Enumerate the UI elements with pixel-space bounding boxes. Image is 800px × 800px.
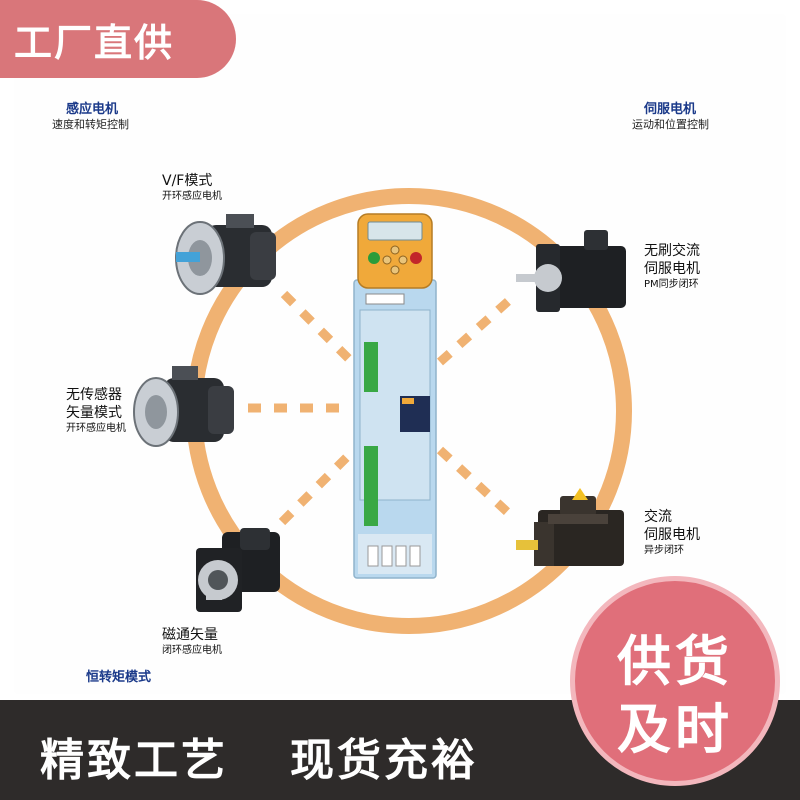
ac-servo-desc: 异步闭环 (644, 545, 684, 556)
brushless-servo-label: 无刷交流 伺服电机 PM同步闭环 (644, 242, 700, 292)
brushless-line2: 伺服电机 (644, 261, 700, 277)
servo-motor-subtitle: 运动和位置控制 (632, 118, 709, 131)
flux-vector-desc: 闭环感应电机 (162, 645, 222, 656)
ac-servo-line1: 交流 (644, 509, 672, 525)
sensorless-motor-label: 无传感器 矢量模式 开环感应电机 (66, 386, 126, 436)
ac-servo-line2: 伺服电机 (644, 527, 700, 543)
sensorless-mode-line1: 无传感器 (66, 387, 122, 403)
flux-vector-mode: 磁通矢量 (162, 627, 218, 643)
brushless-desc: PM同步闭环 (644, 279, 699, 290)
vf-motor-desc: 开环感应电机 (162, 191, 222, 202)
sensorless-motor-icon (133, 366, 234, 447)
slogan-craftsmanship: 精致工艺 (40, 735, 228, 786)
induction-motor-title: 感应电机 (66, 102, 119, 117)
ac-servo-icon (516, 488, 624, 566)
brushless-line1: 无刷交流 (644, 243, 700, 259)
induction-motor-subtitle: 速度和转矩控制 (52, 118, 129, 131)
slogan-in-stock: 现货充裕 (290, 735, 478, 786)
flux-vector-motor-icon (196, 528, 280, 612)
brushless-servo-icon (516, 230, 626, 312)
factory-direct-banner: 工厂直供 (0, 0, 236, 78)
vf-motor-mode: V/F模式 (162, 173, 213, 189)
vf-motor-label: V/F模式 开环感应电机 (162, 172, 222, 204)
timely-supply-stamp: 供货 及时 (570, 576, 780, 786)
flux-vector-label: 磁通矢量 闭环感应电机 (162, 626, 222, 658)
sensorless-mode-line2: 矢量模式 (66, 405, 122, 421)
sensorless-motor-desc: 开环感应电机 (66, 423, 126, 434)
servo-motor-title: 伺服电机 (644, 102, 697, 117)
vf-motor-icon (175, 214, 276, 295)
banner-text: 工厂直供 (14, 21, 175, 65)
servo-drive-unit (353, 213, 437, 579)
stamp-line1: 供货 (617, 630, 733, 693)
ac-servo-label: 交流 伺服电机 异步闭环 (644, 508, 700, 558)
constant-torque-title: 恒转矩模式 (86, 670, 152, 685)
stamp-line2: 及时 (617, 698, 733, 761)
